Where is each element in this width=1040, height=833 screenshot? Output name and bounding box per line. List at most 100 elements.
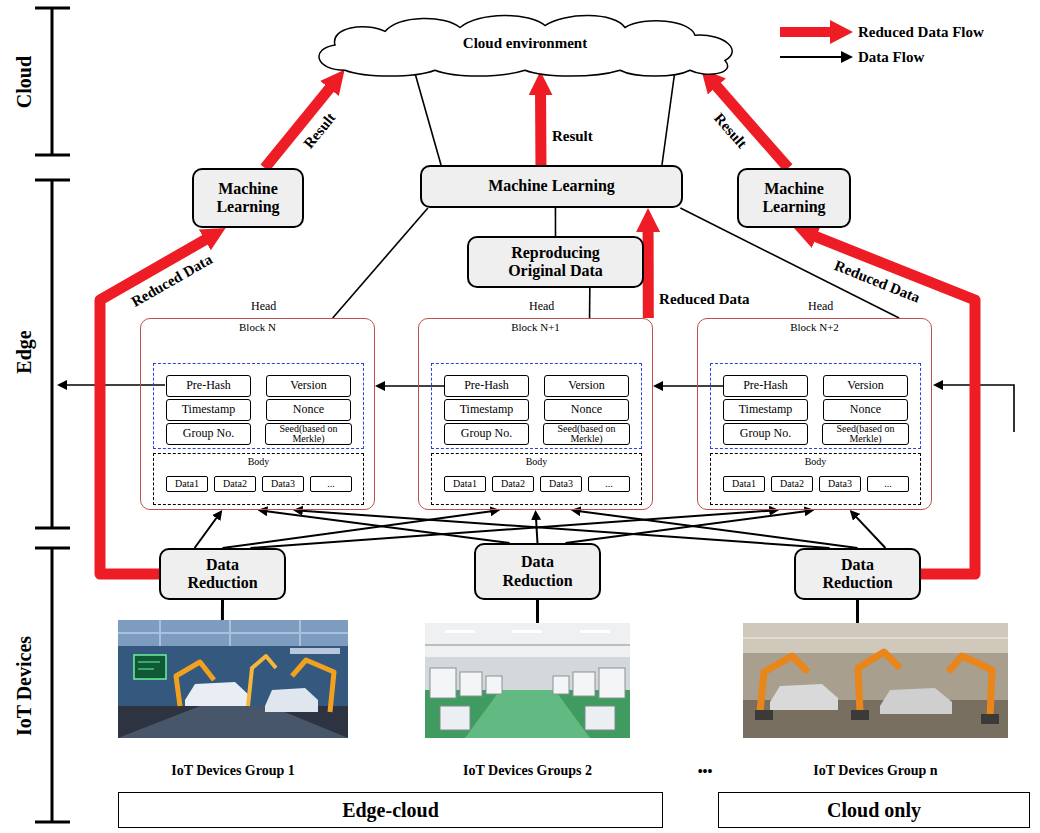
data-flow-line — [415, 73, 441, 165]
legend-black-arrow — [780, 56, 843, 58]
node-label: Edge-cloud — [342, 799, 439, 822]
node-label: Seed(based on Merkle) — [268, 424, 349, 444]
layer-axis — [35, 547, 70, 550]
factory-photo — [743, 623, 1008, 738]
node-label: Data3 — [549, 478, 573, 490]
factory-photo — [290, 648, 340, 654]
header-field: Timestamp — [723, 399, 808, 421]
legend-red-arrow — [830, 20, 853, 44]
header-field: Group No. — [723, 423, 808, 445]
factory-photo — [486, 676, 502, 694]
header-field: Pre-Hash — [723, 375, 808, 397]
node-label: Body — [432, 456, 641, 467]
node-label: Pre-Hash — [743, 379, 788, 393]
axis-label: Cloud — [13, 56, 35, 108]
device-photo: IoT Devices Group 1 — [118, 620, 348, 738]
factory-photo — [858, 652, 900, 712]
chain-arrow-out — [57, 380, 67, 390]
factory-photo — [743, 637, 1008, 639]
data-cell: Data2 — [214, 476, 256, 492]
factory-photo — [425, 623, 630, 738]
layer-axis — [51, 180, 54, 528]
header-field: Nonce — [266, 399, 351, 421]
layer-axis — [35, 821, 70, 824]
header-field: Timestamp — [166, 399, 251, 421]
node-label: ... — [327, 478, 335, 490]
header-field: Version — [544, 375, 629, 397]
data-flow-line — [662, 385, 723, 387]
header-field: Version — [266, 375, 351, 397]
data-flow-line — [580, 511, 858, 548]
node-label: Machine Learning — [202, 180, 294, 217]
factory-photo — [580, 630, 610, 633]
factory-photo — [760, 656, 808, 712]
data-flow-line — [195, 517, 217, 548]
chain-arrow-in — [933, 380, 943, 390]
node-label: Data2 — [780, 478, 804, 490]
node-label: Data1 — [175, 478, 199, 490]
node-label: Machine Learning — [747, 180, 841, 217]
layer-axis — [35, 179, 70, 182]
factory-photo — [292, 660, 334, 712]
edge-label: Result — [552, 128, 593, 145]
process-box: Data Reduction — [159, 548, 286, 600]
node-label: Reproducing Original Data — [487, 244, 624, 281]
header-field: Nonce — [544, 399, 629, 421]
category-band: Cloud only — [718, 792, 1030, 828]
node-label: Version — [290, 379, 327, 393]
factory-photo — [445, 630, 475, 633]
header-field: Seed(based on Merkle) — [265, 423, 352, 445]
data-cell: Data2 — [492, 476, 534, 492]
block-box: HeadBlock N+1Pre-HashVersionTimestampNon… — [418, 318, 653, 510]
data-flow-line — [536, 600, 539, 623]
node-label: Data2 — [501, 478, 525, 490]
node-label: Data Reduction — [169, 556, 276, 593]
node-label: Nonce — [571, 403, 602, 417]
data-flow-line — [856, 517, 886, 548]
layer-axis — [51, 8, 54, 155]
data-cell: ... — [588, 476, 630, 492]
node-label: Pre-Hash — [186, 379, 231, 393]
data-flow-line — [221, 600, 224, 620]
factory-photo — [880, 688, 952, 714]
data-flow-line — [333, 208, 428, 318]
legend-red-arrow — [780, 20, 853, 44]
factory-photo — [743, 623, 1008, 653]
node-label: Data2 — [223, 478, 247, 490]
block-title: Block N+2 — [698, 321, 931, 333]
node-label: Data1 — [732, 478, 756, 490]
layer-axis — [35, 527, 70, 530]
node-label: Data Reduction — [804, 556, 911, 593]
node-label: Seed(based on Merkle) — [546, 424, 627, 444]
axis-label: Edge — [13, 330, 35, 373]
header-field: Pre-Hash — [166, 375, 251, 397]
node-label: Timestamp — [739, 403, 793, 417]
factory-photo — [851, 710, 869, 720]
data-flow-line — [856, 600, 859, 623]
node-label: Cloud environment — [463, 35, 587, 52]
node-label: Version — [568, 379, 605, 393]
head-label: Head — [808, 300, 833, 313]
head-label: Head — [529, 300, 554, 313]
process-box: Machine Learning — [737, 168, 851, 228]
node-label: Data3 — [271, 478, 295, 490]
data-cell: Data3 — [819, 476, 861, 492]
axis-label: IoT Devices — [13, 636, 35, 736]
data-cell: Data1 — [166, 476, 208, 492]
node-label: Timestamp — [182, 403, 236, 417]
group-caption: IoT Devices Groups 2 — [463, 763, 592, 778]
header-field: Timestamp — [444, 399, 529, 421]
layer-axis — [35, 7, 70, 10]
factory-photo — [585, 706, 615, 730]
device-photo: IoT Devices Groups 2 — [425, 623, 630, 738]
factory-photo — [599, 668, 625, 698]
node-label: Group No. — [461, 427, 512, 441]
node-label: Body — [154, 456, 363, 467]
factory-photo — [430, 668, 456, 698]
group-caption: IoT Devices Group n — [813, 763, 937, 778]
factory-photo — [118, 620, 348, 646]
factory-photo — [573, 672, 595, 696]
factory-photo — [138, 662, 160, 663]
body-box: BodyData1Data2Data3... — [431, 453, 642, 505]
